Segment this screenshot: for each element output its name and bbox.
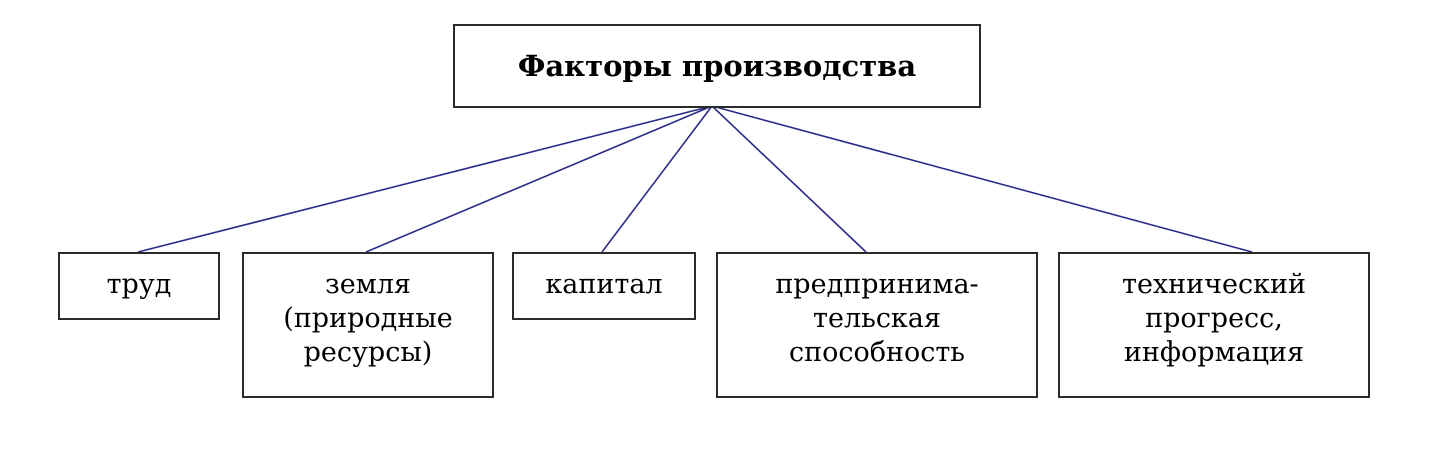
connector-line-trud: [137, 105, 713, 253]
node-label-line: информация: [1123, 337, 1305, 368]
root-node-label: Факторы производства: [517, 49, 917, 83]
root-node: Факторы производства: [453, 24, 981, 108]
node-label-line: прогресс,: [1145, 303, 1283, 334]
node-label-line: капитал: [545, 269, 663, 300]
node-label-line: (природные: [283, 303, 453, 334]
node-label-line: способность: [788, 337, 965, 368]
node-label-line: тельская: [813, 303, 941, 334]
node-label-line: земля: [325, 269, 411, 300]
node-label-line: труд: [106, 269, 172, 300]
node-kapital: капитал: [512, 252, 696, 320]
node-label-line: предпринима-: [775, 269, 979, 300]
node-label-line: ресурсы): [303, 337, 433, 368]
connector-line-tekhnicheskiy: [711, 105, 1253, 253]
node-tekhnicheskiy: технический прогресс, информация: [1058, 252, 1370, 398]
node-label-line: технический: [1122, 269, 1306, 300]
connector-line-kapital: [601, 105, 713, 253]
node-zemlya: земля (природные ресурсы): [242, 252, 494, 398]
node-predprinimatelskaya: предпринима- тельская способность: [716, 252, 1038, 398]
connector-line-predprinimatelskaya: [711, 105, 867, 253]
node-trud: труд: [58, 252, 220, 320]
connector-line-zemlya: [365, 105, 713, 253]
